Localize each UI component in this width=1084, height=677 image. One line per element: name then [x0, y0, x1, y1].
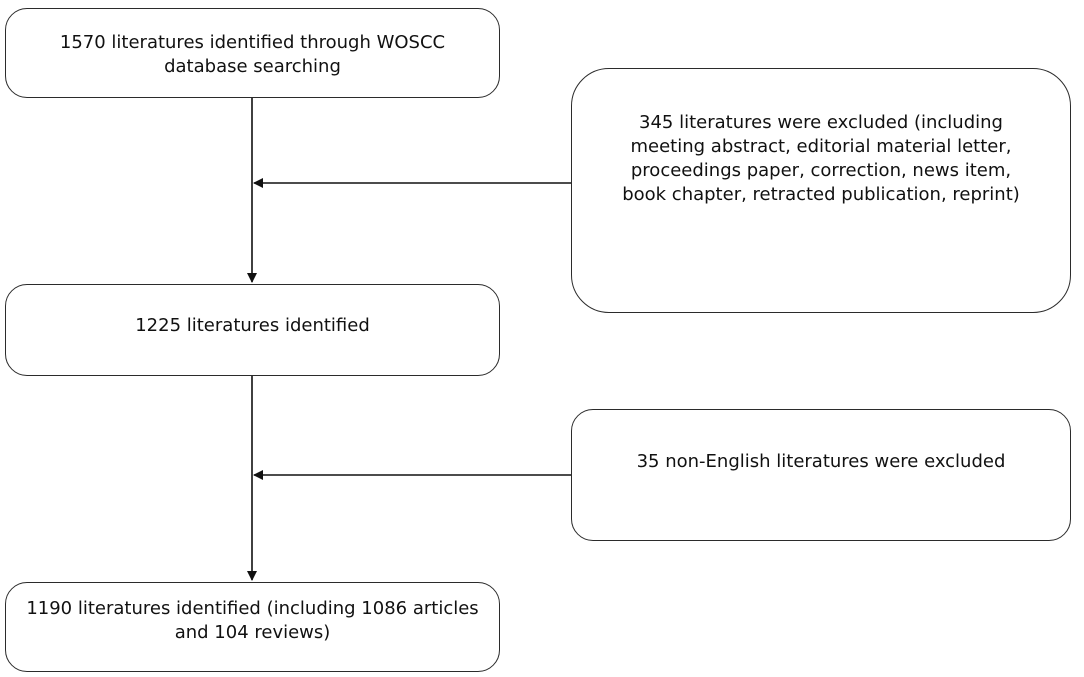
identified-after-type-text: 1225 literatures identified	[135, 315, 370, 336]
excluded-types-box: 345 literatures were excluded (including…	[571, 68, 1071, 313]
identified-wos-box: 1570 literatures identified through WOSC…	[5, 8, 500, 98]
excluded-language-text: 35 non-English literatures were excluded	[636, 451, 1006, 472]
identified-wos-text: 1570 literatures identified through WOSC…	[59, 32, 446, 77]
final-identified-text: 1190 literatures identified (including 1…	[26, 598, 479, 643]
final-identified-box: 1190 literatures identified (including 1…	[5, 582, 500, 672]
identified-after-type-box: 1225 literatures identified	[5, 284, 500, 376]
excluded-types-text: 345 literatures were excluded (including…	[622, 112, 1020, 205]
excluded-language-box: 35 non-English literatures were excluded	[571, 409, 1071, 541]
